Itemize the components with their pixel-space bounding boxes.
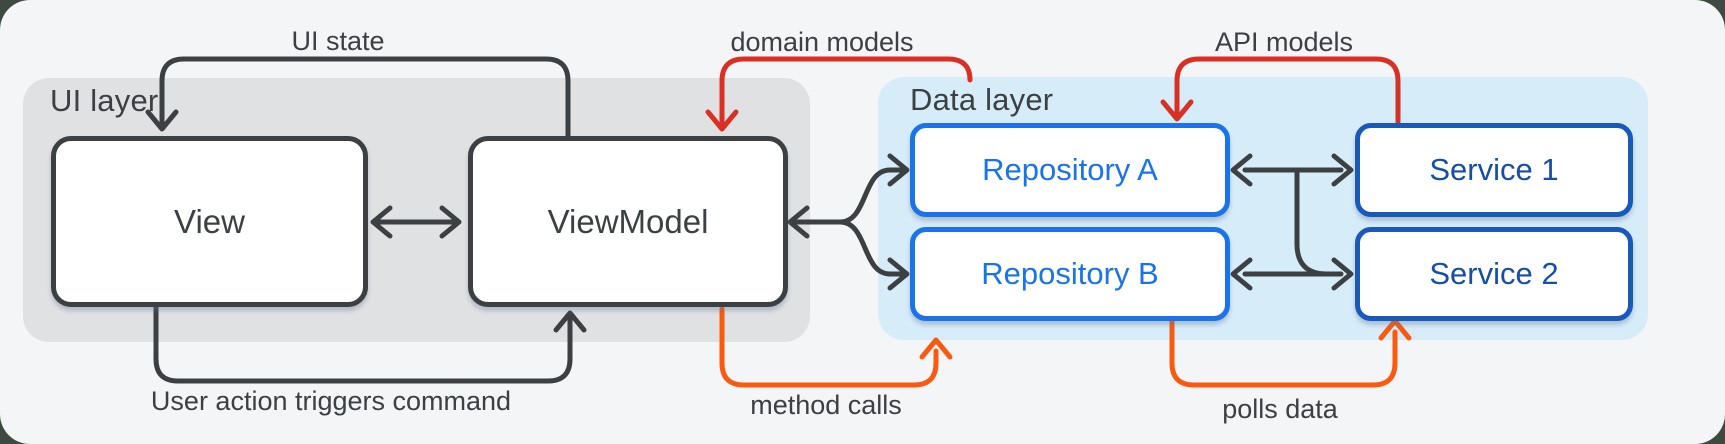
node-view: View <box>51 136 368 307</box>
domain-models-edge-label: domain models <box>730 27 914 57</box>
ui-state-edge-label: UI state <box>291 26 385 56</box>
api-models-edge-label: API models <box>1214 27 1354 57</box>
ui-layer-label: UI layer <box>50 83 159 118</box>
polls-data-edge-label: polls data <box>1222 394 1338 424</box>
method-calls-edge-label: method calls <box>750 390 902 420</box>
node-repository-b: Repository B <box>910 227 1230 321</box>
user-action-edge-label: User action triggers command <box>150 386 512 416</box>
node-repository-a: Repository A <box>910 123 1230 217</box>
node-service-2: Service 2 <box>1355 227 1633 321</box>
node-service-1: Service 1 <box>1355 123 1633 217</box>
data-layer-label: Data layer <box>910 82 1054 117</box>
node-viewmodel: ViewModel <box>468 136 788 307</box>
